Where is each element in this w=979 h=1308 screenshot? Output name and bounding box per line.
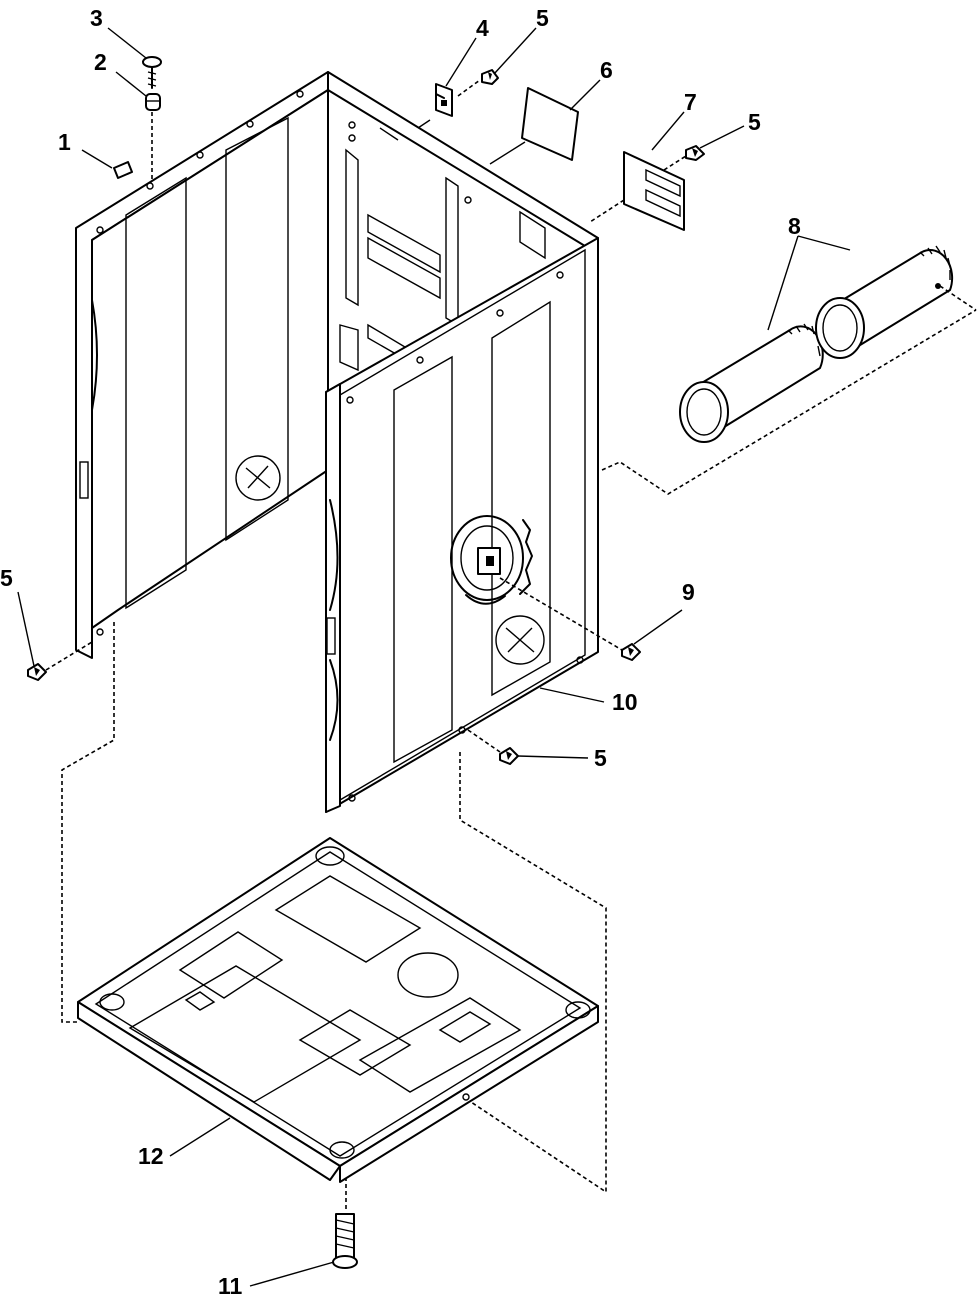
- screw-5-left: [27, 663, 47, 681]
- leader-12: [169, 1117, 231, 1157]
- leader-5-bracket: [699, 125, 745, 149]
- screw-5-bottom: [499, 747, 519, 765]
- callout-8: 8: [788, 213, 801, 239]
- leader-4: [445, 37, 477, 87]
- leader-11: [249, 1261, 335, 1287]
- callout-1: 1: [58, 129, 71, 155]
- leveling-bolt-part-11: [332, 1213, 358, 1269]
- callout-3: 3: [90, 5, 103, 31]
- leader-5-bottom: [517, 755, 589, 759]
- leader-6: [569, 79, 601, 111]
- cabinet-base-part-12: [77, 837, 599, 1183]
- callout-10: 10: [612, 689, 638, 715]
- leader-8b: [797, 235, 851, 251]
- callout-5-top: 5: [536, 5, 549, 31]
- leader-5-top: [493, 27, 537, 75]
- plug-part-1: [113, 161, 133, 179]
- leader-10: [539, 687, 605, 703]
- grommet-part-2: [145, 93, 161, 111]
- leader-3: [107, 27, 147, 59]
- callout-11: 11: [218, 1273, 243, 1299]
- callout-4: 4: [476, 15, 489, 41]
- callout-12: 12: [138, 1143, 164, 1169]
- callout-5-bottom: 5: [594, 745, 607, 771]
- cabinet-rear-panel: [75, 71, 599, 659]
- leader-5-left: [17, 591, 35, 667]
- callout-2: 2: [94, 49, 107, 75]
- cabinet-front-panel: [325, 237, 599, 813]
- callout-6: 6: [600, 57, 613, 83]
- leader-8a: [767, 235, 799, 331]
- callout-5-bracket: 5: [748, 109, 761, 135]
- leveling-leg-part-8: [679, 245, 954, 443]
- label-part-6: [521, 87, 579, 161]
- callout-9: 9: [682, 579, 695, 605]
- bracket-part-7: [623, 151, 685, 231]
- leader-9: [633, 609, 683, 645]
- callout-5-left: 5: [0, 565, 13, 591]
- callout-7: 7: [684, 89, 697, 115]
- leader-1: [81, 149, 113, 169]
- screw-part-9: [621, 643, 641, 661]
- leader-7: [651, 111, 685, 151]
- leader-2: [115, 71, 147, 97]
- screw-5-bracket: [685, 145, 705, 161]
- clip-part-4: [435, 83, 453, 117]
- screw-part-3: [142, 56, 162, 89]
